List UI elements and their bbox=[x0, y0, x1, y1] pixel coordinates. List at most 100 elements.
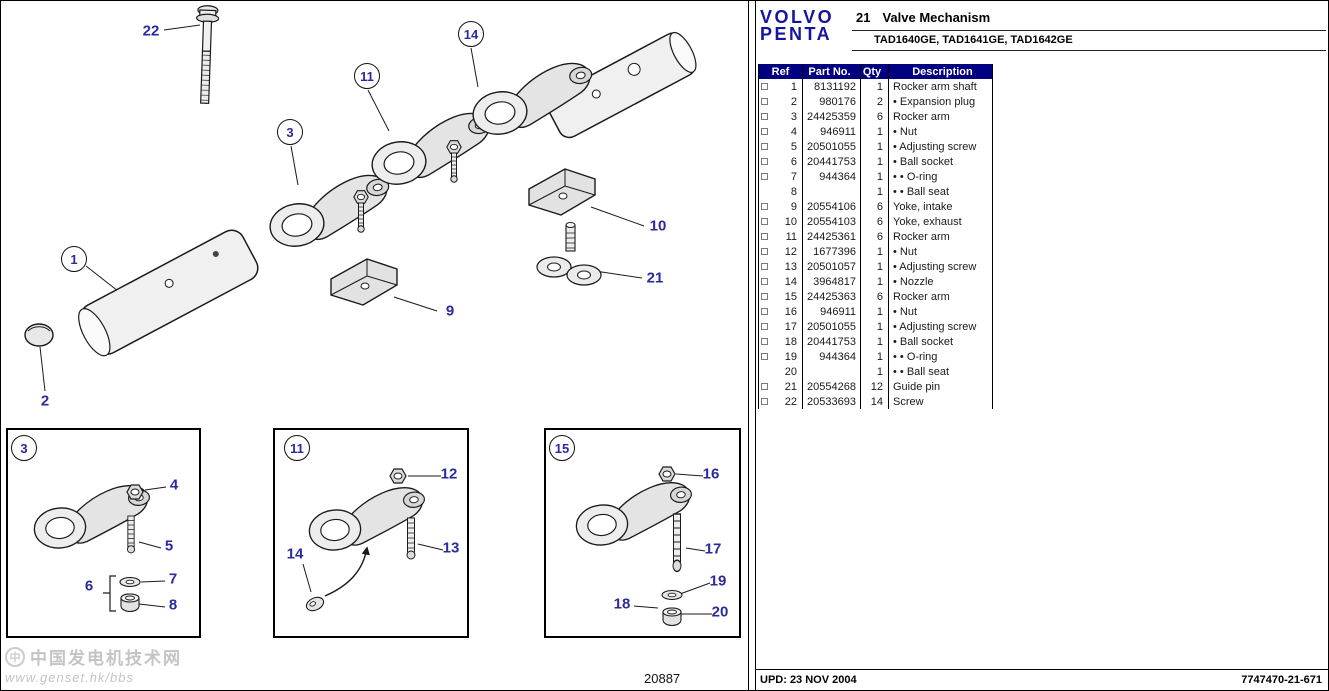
leader-lines bbox=[138, 486, 167, 608]
exploded-view-diagram bbox=[24, 5, 697, 392]
qty-cell: 6 bbox=[860, 229, 889, 244]
row-checkbox[interactable] bbox=[761, 263, 768, 270]
qty-cell: 6 bbox=[860, 199, 889, 214]
row-checkbox[interactable] bbox=[761, 218, 768, 225]
detail-diagram-15 bbox=[572, 466, 712, 627]
ref-cell: 10 bbox=[758, 214, 803, 229]
qty-cell: 1 bbox=[860, 304, 889, 319]
row-checkbox[interactable] bbox=[761, 113, 768, 120]
adjusting-screw-13 bbox=[406, 517, 416, 560]
row-checkbox[interactable] bbox=[761, 128, 768, 135]
row-checkbox[interactable] bbox=[761, 398, 768, 405]
description-cell: • • O-ring bbox=[888, 349, 993, 364]
description-cell: • Ball socket bbox=[888, 154, 993, 169]
ref-cell: 9 bbox=[758, 199, 803, 214]
ref-cell: 19 bbox=[758, 349, 803, 364]
row-checkbox[interactable] bbox=[761, 233, 768, 240]
ref-number: 3 bbox=[790, 110, 797, 123]
ref-cell: 22 bbox=[758, 394, 803, 409]
ref-number: 7 bbox=[790, 170, 797, 183]
logo-line-volvo: VOLVO bbox=[760, 7, 835, 27]
qty-cell: 1 bbox=[860, 334, 889, 349]
description-cell: Yoke, exhaust bbox=[888, 214, 993, 229]
row-checkbox[interactable] bbox=[761, 248, 768, 255]
row-checkbox[interactable] bbox=[761, 308, 768, 315]
leader-lines bbox=[39, 24, 645, 392]
description-cell: Rocker arm bbox=[888, 289, 993, 304]
description-cell: Screw bbox=[888, 394, 993, 409]
row-checkbox[interactable] bbox=[761, 323, 768, 330]
ref-number: 15 bbox=[784, 290, 797, 303]
qty-cell: 6 bbox=[860, 214, 889, 229]
description-cell: Rocker arm shaft bbox=[888, 79, 993, 94]
ref-cell: 12 bbox=[758, 244, 803, 259]
qty-cell: 1 bbox=[860, 154, 889, 169]
row-checkbox[interactable] bbox=[761, 83, 768, 90]
part-no-cell bbox=[802, 184, 861, 199]
detail-diagram-3 bbox=[30, 482, 167, 613]
description-cell: • Nut bbox=[888, 124, 993, 139]
ref-number: 10 bbox=[784, 215, 797, 228]
figure-number: 20887 bbox=[644, 671, 681, 686]
description-cell: • • Ball seat bbox=[888, 184, 993, 199]
updated-date: UPD: 23 NOV 2004 bbox=[760, 674, 857, 686]
panel-divider bbox=[748, 1, 756, 690]
table-header: Ref Part No. Qty Description bbox=[758, 64, 993, 79]
status-bar: UPD: 23 NOV 2004 7747470-21-671 bbox=[756, 669, 1328, 686]
ref-cell: 11 bbox=[758, 229, 803, 244]
description-cell: • Nozzle bbox=[888, 274, 993, 289]
ref-cell: 3 bbox=[758, 109, 803, 124]
qty-cell: 12 bbox=[860, 379, 889, 394]
row-checkbox[interactable] bbox=[761, 203, 768, 210]
parts-list-panel: VOLVO PENTA 21 Valve Mechanism TAD1640GE… bbox=[756, 1, 1328, 690]
description-cell: • • Ball seat bbox=[888, 364, 993, 379]
part-no-cell: 20554106 bbox=[802, 199, 861, 214]
adjusting-screw-17 bbox=[672, 513, 682, 573]
row-checkbox[interactable] bbox=[761, 173, 768, 180]
row-checkbox[interactable] bbox=[761, 293, 768, 300]
watermark-text: 中国发电机技术网 bbox=[30, 649, 182, 668]
row-checkbox[interactable] bbox=[761, 383, 768, 390]
leader-lines bbox=[302, 475, 444, 593]
part-no-cell: 20501055 bbox=[802, 139, 861, 154]
nut-16 bbox=[658, 466, 676, 482]
volvo-penta-logo: VOLVO PENTA bbox=[760, 7, 835, 43]
row-checkbox[interactable] bbox=[761, 143, 768, 150]
qty-cell: 1 bbox=[860, 139, 889, 154]
part-no-cell: 20533693 bbox=[802, 394, 861, 409]
column-header-qty: Qty bbox=[860, 64, 889, 79]
ref-number: 14 bbox=[784, 275, 797, 288]
ref-number: 2 bbox=[790, 95, 797, 108]
row-checkbox[interactable] bbox=[761, 278, 768, 285]
ref-number: 18 bbox=[784, 335, 797, 348]
qty-cell: 1 bbox=[860, 244, 889, 259]
header-title-block: 21 Valve Mechanism TAD1640GE, TAD1641GE,… bbox=[852, 9, 1326, 51]
row-checkbox[interactable] bbox=[761, 338, 768, 345]
row-checkbox[interactable] bbox=[761, 353, 768, 360]
row-checkbox[interactable] bbox=[761, 158, 768, 165]
ball-seat-8 bbox=[120, 593, 140, 613]
part-no-cell: 8131192 bbox=[802, 79, 861, 94]
ref-cell: 16 bbox=[758, 304, 803, 319]
ref-cell: 8 bbox=[758, 184, 803, 199]
detail-diagram-11 bbox=[302, 468, 444, 612]
nozzle-14 bbox=[305, 596, 325, 612]
part-no-cell: 944364 bbox=[802, 169, 861, 184]
ref-cell: 6 bbox=[758, 154, 803, 169]
nut-12 bbox=[389, 468, 407, 484]
expansion-plug-2 bbox=[24, 323, 54, 347]
row-checkbox[interactable] bbox=[761, 98, 768, 105]
detail-box-3 bbox=[6, 428, 201, 638]
ref-cell: 14 bbox=[758, 274, 803, 289]
page-title: Valve Mechanism bbox=[882, 10, 991, 25]
description-cell: • Adjusting screw bbox=[888, 259, 993, 274]
part-no-cell: 980176 bbox=[802, 94, 861, 109]
ref-number: 11 bbox=[785, 230, 797, 243]
ref-cell: 17 bbox=[758, 319, 803, 334]
